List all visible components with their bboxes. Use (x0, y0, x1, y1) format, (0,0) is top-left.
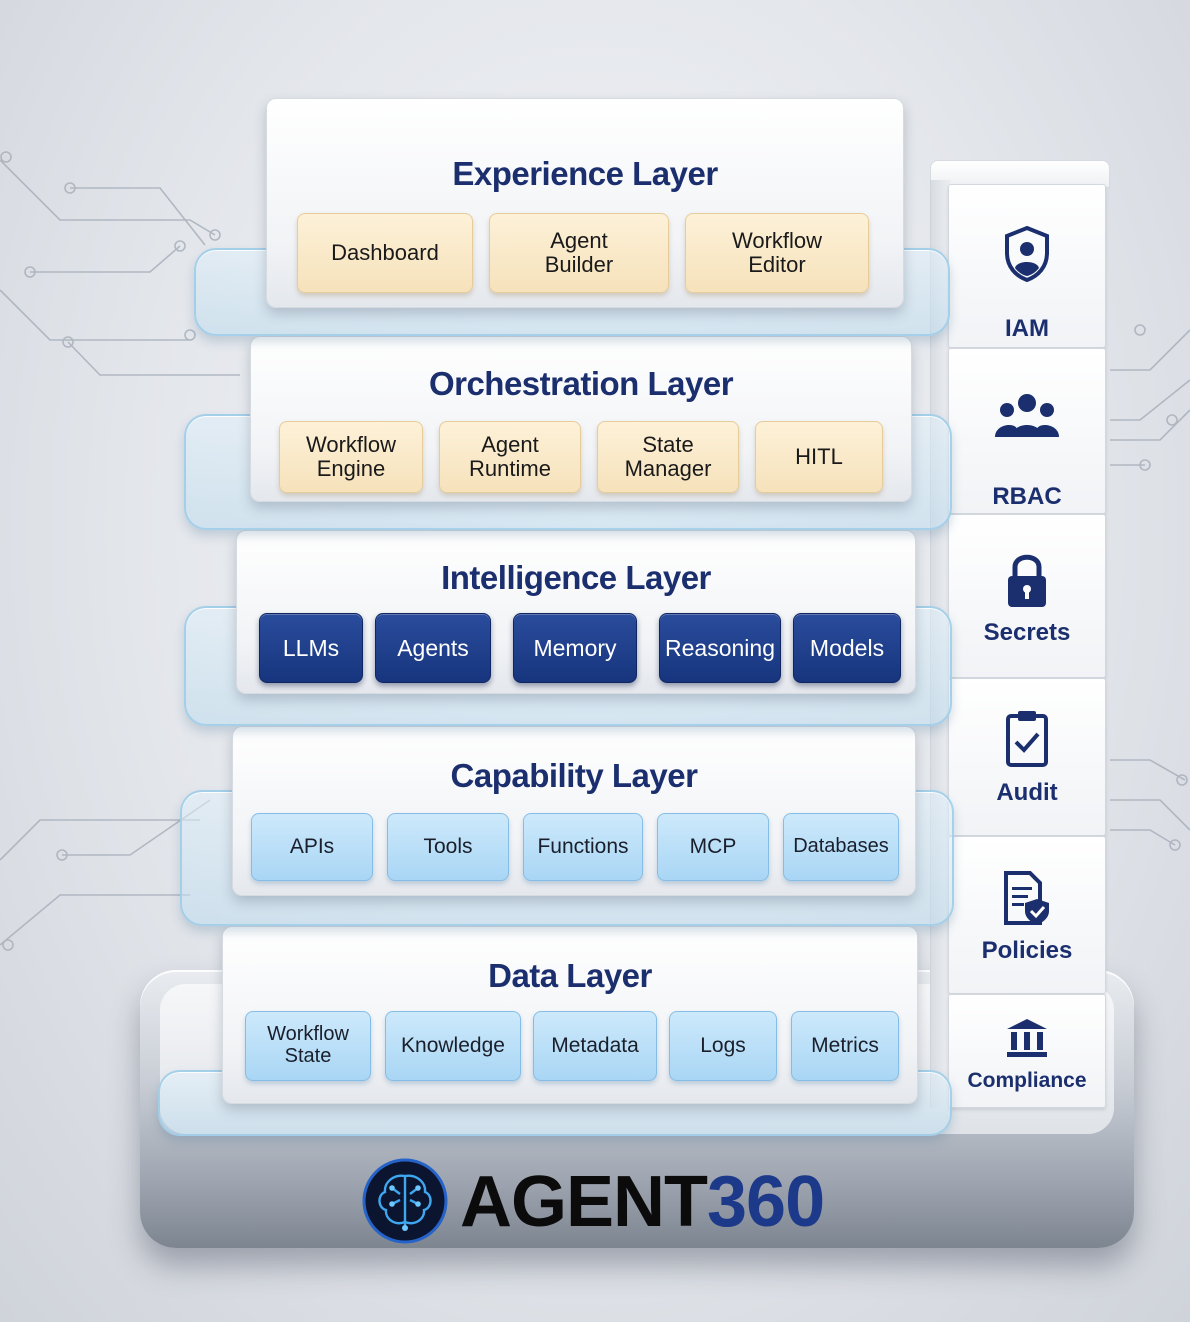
component-workflow-editor[interactable]: Workflow Editor (685, 213, 869, 293)
layer-title: Orchestration Layer (428, 365, 734, 402)
governance-tile-secrets[interactable]: Secrets (948, 514, 1106, 678)
component-functions[interactable]: Functions (523, 813, 643, 881)
capability-layer: Capability Layer APIs Tools Functions MC… (232, 726, 916, 896)
component-state-manager[interactable]: State Manager (597, 421, 739, 493)
shield-user-icon (949, 225, 1105, 287)
users-group-icon (949, 391, 1105, 447)
governance-tile-compliance[interactable]: Compliance (948, 994, 1106, 1108)
component-workflow-engine[interactable]: Workflow Engine (279, 421, 423, 493)
governance-label: Compliance (967, 1069, 1087, 1092)
layer-title: Data Layer (488, 957, 652, 994)
component-agents[interactable]: Agents (375, 613, 491, 683)
component-agent-runtime[interactable]: Agent Runtime (439, 421, 581, 493)
governance-column: IAM RBAC Secrets (930, 160, 1110, 1108)
governance-tile-audit[interactable]: Audit (948, 678, 1106, 836)
component-hitl[interactable]: HITL (755, 421, 883, 493)
component-dashboard[interactable]: Dashboard (297, 213, 473, 293)
governance-label: IAM (1005, 315, 1049, 342)
padlock-icon (949, 551, 1105, 613)
governance-tile-policies[interactable]: Policies (948, 836, 1106, 994)
brain-circuit-icon (362, 1158, 448, 1244)
layer-title: Intelligence Layer (441, 559, 711, 596)
brand-name-agent: AGENT (460, 1162, 708, 1242)
component-workflow-state[interactable]: Workflow State (245, 1011, 371, 1081)
governance-label: Audit (996, 779, 1058, 806)
component-memory[interactable]: Memory (513, 613, 637, 683)
component-metrics[interactable]: Metrics (791, 1011, 899, 1081)
component-models[interactable]: Models (793, 613, 901, 683)
brand-wordmark: AGENT360 (460, 1162, 825, 1242)
governance-tile-rbac[interactable]: RBAC (948, 348, 1106, 514)
component-knowledge[interactable]: Knowledge (385, 1011, 521, 1081)
component-agent-builder[interactable]: Agent Builder (489, 213, 669, 293)
component-tools[interactable]: Tools (387, 813, 509, 881)
bank-building-icon (949, 1017, 1105, 1063)
layer-title: Experience Layer (452, 155, 718, 192)
component-llms[interactable]: LLMs (259, 613, 363, 683)
component-databases[interactable]: Databases (783, 813, 899, 881)
component-mcp[interactable]: MCP (657, 813, 769, 881)
governance-label: Policies (981, 937, 1073, 964)
component-apis[interactable]: APIs (251, 813, 373, 881)
document-shield-icon (949, 869, 1105, 931)
brand-name-360: 360 (707, 1162, 825, 1242)
component-logs[interactable]: Logs (669, 1011, 777, 1081)
data-layer: Data Layer Workflow State Knowledge Meta… (222, 926, 918, 1104)
governance-tile-iam[interactable]: IAM (948, 184, 1106, 348)
governance-label: Secrets (983, 619, 1071, 646)
intelligence-layer: Intelligence Layer LLMs Agents Memory Re… (236, 530, 916, 694)
layer-title: Capability Layer (450, 757, 698, 794)
component-reasoning[interactable]: Reasoning (659, 613, 781, 683)
experience-layer: Experience Layer Dashboard Agent Builder… (266, 98, 904, 308)
clipboard-check-icon (949, 709, 1105, 771)
brand: AGENT360 (362, 1158, 882, 1244)
component-metadata[interactable]: Metadata (533, 1011, 657, 1081)
orchestration-layer: Orchestration Layer Workflow Engine Agen… (250, 336, 912, 502)
governance-label: RBAC (992, 483, 1062, 510)
